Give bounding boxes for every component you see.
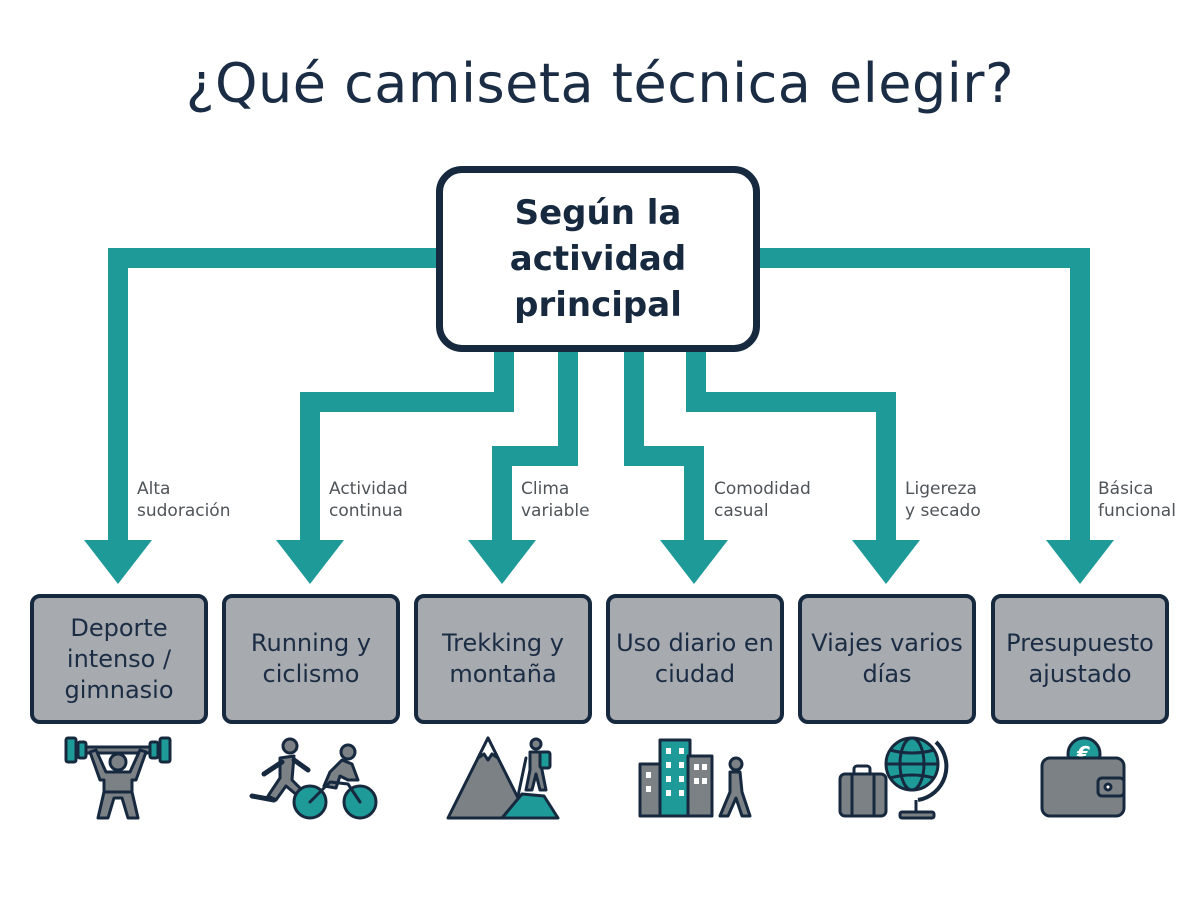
category-box-presupuesto: Presupuesto ajustado xyxy=(991,594,1169,724)
category-box-deporte: Deporte intenso / gimnasio xyxy=(30,594,208,724)
arrow-basica-funcional xyxy=(760,248,1114,584)
arrow-comodidad-casual xyxy=(624,352,728,584)
root-node-label: Según la actividad principal xyxy=(509,193,687,325)
category-box-trekking: Trekking y montaña xyxy=(414,594,592,724)
edge-label-ciudad: Comodidad casual xyxy=(714,479,811,521)
category-label: Trekking y montaña xyxy=(442,629,564,688)
arrow-ligereza-secado xyxy=(686,352,920,584)
arrow-alta-sudoracion xyxy=(84,248,436,584)
edge-label-presupuesto: Básica funcional xyxy=(1098,479,1176,521)
arrow-clima-variable xyxy=(468,352,578,584)
root-node: Según la actividad principal xyxy=(436,166,760,352)
edge-label-running: Actividad continua xyxy=(329,479,408,521)
runner-cyclist-icon xyxy=(249,737,378,820)
category-label: Running y ciclismo xyxy=(250,629,372,688)
wallet-euro-icon: € xyxy=(1040,736,1126,818)
category-box-viajes: Viajes varios días xyxy=(798,594,976,724)
category-label: Deporte intenso / gimnasio xyxy=(64,613,174,704)
category-label: Uso diario en ciudad xyxy=(616,629,774,688)
page-title: ¿Qué camiseta técnica elegir? xyxy=(185,52,1015,115)
weightlifter-icon xyxy=(64,736,172,820)
category-label: Viajes varios días xyxy=(811,629,963,688)
arrow-actividad-continua xyxy=(276,352,514,584)
category-label: Presupuesto ajustado xyxy=(1006,629,1154,688)
edge-label-viajes: Ligereza y secado xyxy=(905,479,981,521)
city-walker-icon xyxy=(638,738,752,818)
edge-label-trekking: Clima variable xyxy=(521,479,590,521)
category-box-running: Running y ciclismo xyxy=(222,594,400,724)
category-box-ciudad: Uso diario en ciudad xyxy=(606,594,784,724)
hiker-mountain-icon xyxy=(446,736,560,820)
edge-label-deporte: Alta sudoración xyxy=(137,479,231,521)
suitcase-globe-icon xyxy=(838,736,949,820)
